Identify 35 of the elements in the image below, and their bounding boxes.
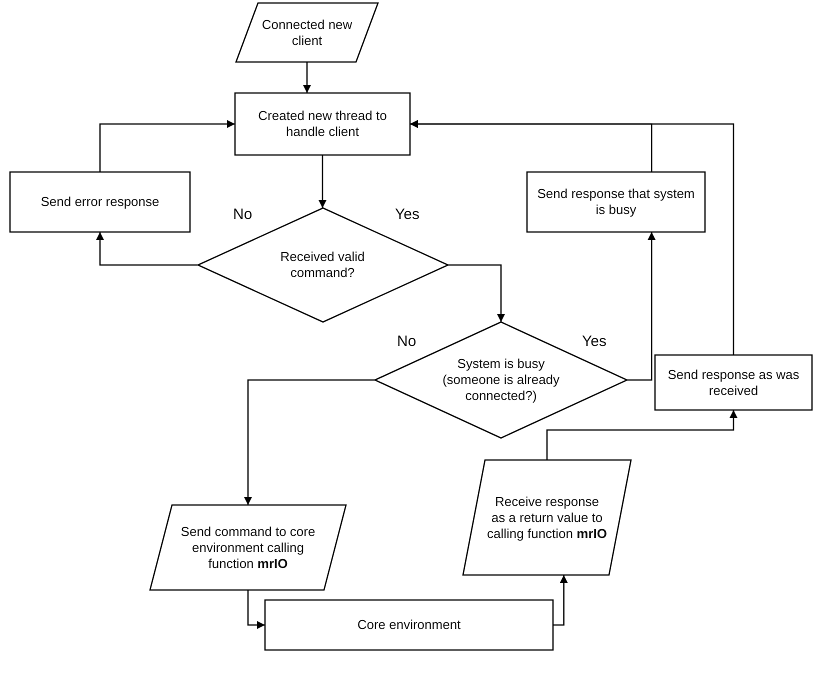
edge-label: No bbox=[233, 206, 252, 223]
arrow bbox=[99, 120, 235, 172]
process-box bbox=[655, 355, 812, 410]
edge-label: Yes bbox=[395, 206, 420, 223]
node-text: System is busy (someone is already connected?) bbox=[441, 356, 561, 404]
process-box bbox=[10, 172, 190, 232]
process-box bbox=[265, 600, 553, 650]
node-text: Created new thread to handle client bbox=[257, 108, 388, 140]
node-text: Send response that system is busy bbox=[537, 186, 695, 218]
process-box bbox=[527, 172, 705, 232]
arrow bbox=[448, 264, 505, 322]
arrow bbox=[627, 232, 656, 381]
arrow bbox=[303, 62, 311, 93]
node-text: Send command to core environment calling function mrIO bbox=[180, 524, 316, 572]
arrow bbox=[553, 575, 568, 626]
decision-diamond bbox=[198, 208, 448, 322]
arrow bbox=[318, 155, 326, 208]
arrow bbox=[244, 379, 375, 505]
node-text: Send error response bbox=[40, 194, 160, 210]
process-box bbox=[235, 93, 410, 155]
node-text: Core environment bbox=[357, 617, 461, 633]
decision-diamond bbox=[375, 322, 627, 438]
node-text: Receive response as a return value to calling function mrIO bbox=[487, 494, 607, 542]
io-parallelogram bbox=[463, 460, 631, 575]
io-parallelogram bbox=[150, 505, 346, 590]
node-text: Received valid command? bbox=[279, 249, 366, 281]
node-text: Send response as was received bbox=[666, 366, 800, 398]
edge-label: Yes bbox=[582, 333, 606, 350]
edge-label: No bbox=[397, 333, 416, 350]
arrow bbox=[96, 232, 198, 266]
io-parallelogram bbox=[236, 3, 378, 62]
node-text: Connected new client bbox=[260, 16, 354, 48]
arrow bbox=[247, 590, 265, 629]
arrow bbox=[410, 120, 734, 355]
arrow bbox=[546, 410, 738, 460]
